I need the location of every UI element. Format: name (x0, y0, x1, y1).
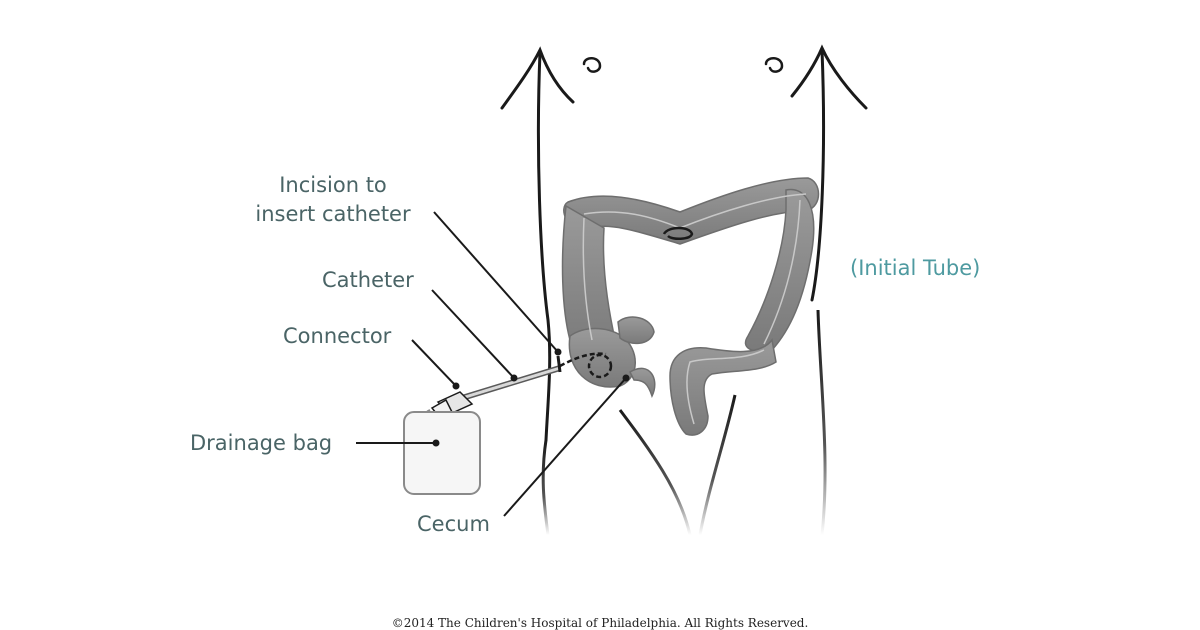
left-torso-side (536, 50, 552, 442)
catheter-internal-dashed (559, 352, 607, 368)
right-nipple (764, 57, 784, 73)
leader-lines (356, 211, 627, 517)
colon (561, 177, 820, 436)
leader-dots (432, 348, 630, 447)
umbilicus (662, 226, 694, 240)
label-cecum: Cecum (417, 512, 490, 536)
label-catheter: Catheter (322, 268, 414, 292)
left-arm-outline (500, 46, 575, 110)
label-incision: Incision to insert catheter (244, 171, 422, 229)
appendix-tip (617, 316, 655, 345)
incision-mark (556, 355, 562, 373)
right-groin-line (698, 394, 737, 536)
label-incision-line1: Incision to (279, 173, 387, 197)
left-hip-outline (541, 439, 550, 536)
drainage-bag (403, 409, 481, 495)
left-nipple (582, 57, 602, 73)
leader-incision (433, 211, 559, 353)
right-arm-outline (790, 44, 868, 110)
right-hip-outline (816, 309, 827, 536)
copyright-notice: ©2014 The Children's Hospital of Philade… (391, 616, 809, 630)
torso-outline (500, 44, 868, 442)
leader-connector (411, 339, 457, 387)
right-torso-side (810, 48, 826, 302)
drainage-bag-body (403, 411, 481, 495)
label-incision-line2: insert catheter (255, 202, 411, 226)
catheter (461, 352, 613, 401)
subtitle-initial-tube: (Initial Tube) (850, 256, 981, 280)
sigmoid-colon (669, 338, 777, 436)
catheter-balloon (587, 353, 613, 379)
appendix (629, 367, 656, 398)
lower-body (541, 309, 827, 536)
label-drainage-bag: Drainage bag (190, 431, 333, 455)
leader-catheter (431, 289, 515, 379)
label-connector: Connector (283, 324, 392, 348)
leader-cecum (503, 377, 627, 517)
left-groin-line (618, 409, 692, 536)
